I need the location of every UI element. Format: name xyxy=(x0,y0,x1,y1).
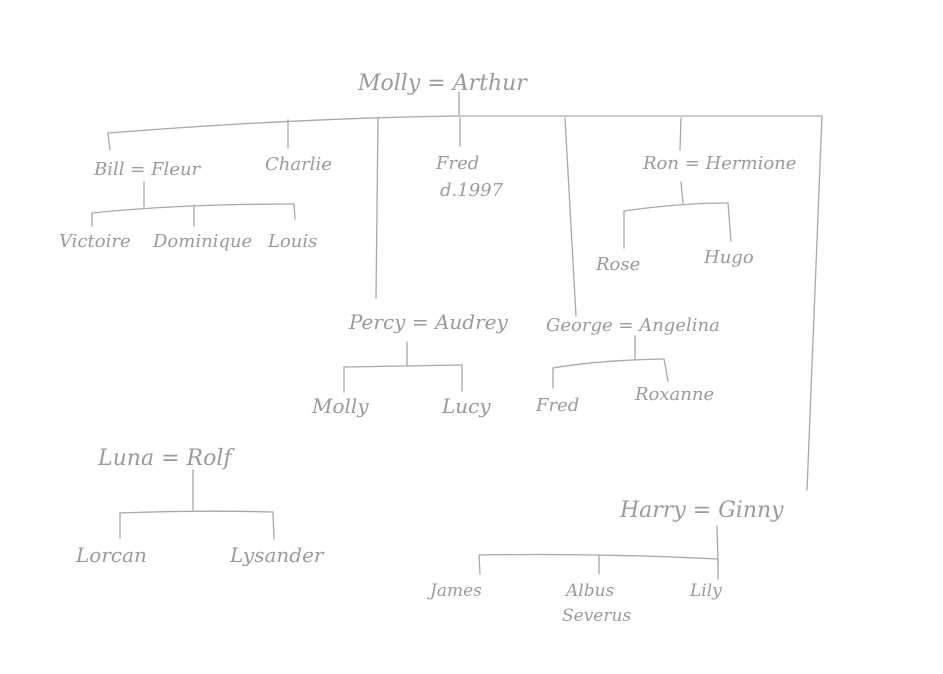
name-albus: Albus xyxy=(566,581,615,601)
couple-ron-hermione: Ron = Hermione xyxy=(643,155,796,173)
name-audrey: Audrey xyxy=(434,310,508,334)
marriage-sign: = xyxy=(684,153,700,174)
marriage-sign: = xyxy=(130,159,146,180)
name-lorcan: Lorcan xyxy=(76,543,147,567)
line-drop-percy xyxy=(375,117,379,299)
name-lysander: Lysander xyxy=(230,543,324,567)
name-dominique: Dominique xyxy=(153,231,253,252)
name-ginny: Ginny xyxy=(718,498,784,523)
name-luna: Luna xyxy=(98,446,155,471)
name-louis: Louis xyxy=(268,231,318,252)
marriage-sign: = xyxy=(411,310,429,334)
line-drop-george xyxy=(564,117,577,317)
name-rolf: Rolf xyxy=(186,446,232,471)
name-molly: Molly xyxy=(358,71,421,96)
name-albus-middle: Severus xyxy=(562,606,632,626)
name-molly-jr: Molly xyxy=(312,394,369,418)
name-rose: Rose xyxy=(596,254,641,275)
couple-molly-arthur: Molly = Arthur xyxy=(358,73,527,95)
name-harry: Harry xyxy=(620,498,686,523)
couple-george-angelina: George = Angelina xyxy=(546,317,720,335)
line-ron-hermione-bar xyxy=(623,202,729,212)
name-victoire: Victoire xyxy=(59,231,131,252)
line-ron-hermione-descent xyxy=(680,181,684,204)
name-fred-jr: Fred xyxy=(536,395,580,416)
name-charlie: Charlie xyxy=(265,154,332,175)
name-fleur: Fleur xyxy=(151,159,201,180)
name-ron: Ron xyxy=(643,153,679,174)
marriage-sign: = xyxy=(161,446,180,471)
name-george: George xyxy=(546,315,613,336)
line-drop-ginny xyxy=(806,115,823,491)
marriage-sign: = xyxy=(427,71,446,96)
name-hugo: Hugo xyxy=(704,247,754,268)
line-generation-bar xyxy=(107,115,823,134)
line-drop-hugo xyxy=(727,202,732,242)
fred-death-year: d.1997 xyxy=(440,180,504,201)
name-roxanne: Roxanne xyxy=(635,384,715,405)
line-bill-fleur-bar xyxy=(91,203,295,214)
marriage-sign: = xyxy=(692,498,712,523)
name-angelina: Angelina xyxy=(639,315,720,336)
line-drop-louis xyxy=(293,203,296,220)
couple-harry-ginny: Harry = Ginny xyxy=(620,500,784,522)
couple-bill-fleur: Bill = Fleur xyxy=(94,161,200,179)
line-luna-rolf-bar xyxy=(119,510,274,514)
line-drop-james xyxy=(478,554,481,575)
name-james: James xyxy=(430,581,482,601)
name-arthur: Arthur xyxy=(452,71,527,96)
line-percy-audrey-bar xyxy=(343,364,463,368)
name-fred: Fred xyxy=(436,153,480,174)
name-lily: Lily xyxy=(690,581,722,601)
name-percy: Percy xyxy=(349,310,406,334)
couple-percy-audrey: Percy = Audrey xyxy=(349,312,508,332)
line-harry-ginny-descent xyxy=(716,525,719,564)
name-bill: Bill xyxy=(94,159,125,180)
marriage-sign: = xyxy=(618,315,634,336)
line-drop-bill xyxy=(107,132,111,151)
line-drop-roxanne xyxy=(663,358,669,382)
line-drop-lysander xyxy=(272,511,275,540)
couple-luna-rolf: Luna = Rolf xyxy=(98,448,232,470)
line-george-angelina-bar xyxy=(552,358,665,369)
name-lucy: Lucy xyxy=(442,394,491,418)
name-hermione: Hermione xyxy=(705,153,797,174)
line-drop-ron xyxy=(679,117,682,151)
